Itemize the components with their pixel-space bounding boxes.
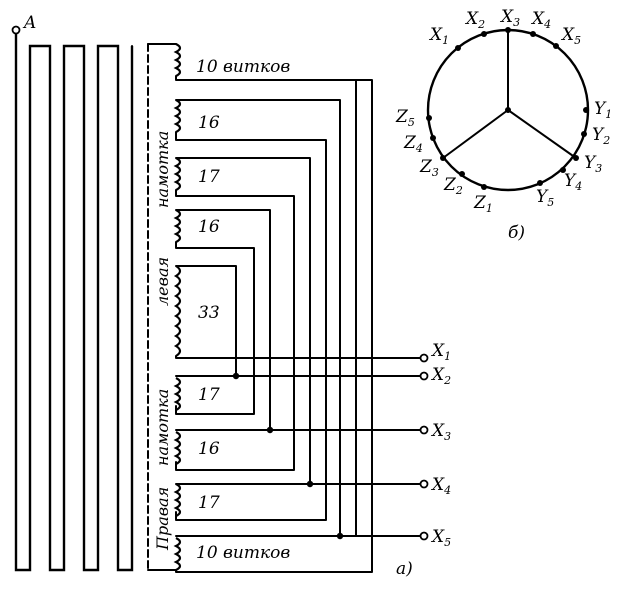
star-lines: [442, 29, 577, 159]
tap-y4: [560, 167, 566, 173]
ring-label-z4: Z4: [403, 133, 423, 155]
coil-8-label: 17: [198, 493, 220, 513]
ring-label-z5: Z5: [395, 107, 415, 129]
coil-6: [173, 377, 182, 411]
coil-7-label: 16: [198, 439, 220, 459]
ring-label-x4: X4: [530, 9, 551, 31]
tap-x5: [553, 43, 559, 49]
tap-z2: [459, 171, 465, 177]
coil-6-label: 17: [198, 385, 220, 405]
coil-9: [173, 537, 182, 571]
coil-1-label: 10 витков: [196, 57, 290, 77]
ring-label-y4: Y4: [564, 171, 582, 193]
winding-diagram: A: [11, 13, 451, 579]
side-label-1: намотка: [153, 131, 172, 208]
circle-diagram: X1 X2 X3 X4 X5 Y1 Y2 Y3 Y4 Y5 Z1 Z2 Z3 Z…: [395, 7, 612, 243]
junction-x4: [306, 480, 314, 488]
coil-5: [173, 265, 182, 357]
junction-x2: [232, 372, 240, 380]
tap-z1: [481, 184, 487, 190]
coil-4-label: 16: [198, 217, 220, 237]
junction-x5: [336, 532, 344, 540]
serpentine-winding: [14, 34, 134, 572]
terminal-a-label: A: [22, 13, 36, 33]
terminal-a[interactable]: [11, 25, 21, 35]
coil-3-label: 17: [198, 167, 220, 187]
coil-9-label: 10 витков: [196, 543, 290, 563]
ring-taps: [426, 27, 589, 190]
part-a-label: а): [396, 559, 413, 579]
side-label-2: левая: [153, 257, 172, 306]
terminal-x1[interactable]: [419, 353, 429, 363]
tap-z5: [426, 115, 432, 121]
coil-3-lead-bottom: [175, 189, 295, 471]
ring-label-x5: X5: [560, 25, 581, 47]
terminal-x4[interactable]: [419, 479, 429, 489]
tap-z3: [440, 155, 446, 161]
tap-z4: [430, 135, 436, 141]
tap-x4: [530, 31, 536, 37]
ring-label-y1: Y1: [594, 99, 612, 121]
coil-1-lead: [175, 75, 357, 537]
tap-y2: [581, 131, 587, 137]
coil-5-lead-top: [175, 265, 237, 377]
star-center: [505, 107, 511, 113]
coil-9-lead-bottom: [175, 79, 373, 573]
tap-x1: [455, 45, 461, 51]
ring-label-x3: X3: [499, 7, 520, 29]
coil-3: [173, 157, 182, 191]
ring-label-y2: Y2: [592, 125, 610, 147]
terminal-x5[interactable]: [419, 531, 429, 541]
junction-x3: [266, 426, 274, 434]
side-label-4: Правая: [153, 487, 172, 551]
output-x5-label: X5: [430, 527, 451, 549]
tap-x3: [505, 27, 511, 33]
tap-x2: [481, 31, 487, 37]
bar-links: [147, 43, 177, 571]
coil-2-lead-bottom: [175, 131, 327, 521]
part-b-label: б): [508, 223, 525, 243]
coil-4-lead-bottom: [175, 241, 255, 415]
coil-4: [173, 209, 182, 243]
tap-y5: [537, 180, 543, 186]
coil-2: [173, 99, 182, 133]
coil-7: [173, 431, 182, 465]
ring-label-z2: Z2: [443, 175, 463, 197]
ring-label-z3: Z3: [419, 157, 439, 179]
side-label-3: намотка: [153, 389, 172, 466]
ring-label-y3: Y3: [584, 153, 602, 175]
coil-5-label: 33: [198, 303, 220, 323]
output-x4-label: X4: [430, 475, 451, 497]
output-x3-label: X3: [430, 421, 451, 443]
ring-label-x1: X1: [428, 25, 449, 47]
coil-3-lead-top: [175, 157, 311, 485]
dashed-legs: [29, 45, 133, 571]
coil-1: [173, 43, 182, 77]
output-x1-label: X1: [430, 341, 451, 363]
ring-label-y5: Y5: [536, 187, 554, 209]
tap-y1: [583, 107, 589, 113]
coil-4-lead-top: [175, 209, 271, 431]
output-x2-label: X2: [430, 365, 451, 387]
coil-2-label: 16: [198, 113, 220, 133]
ring-label-x2: X2: [464, 9, 485, 31]
terminal-x3[interactable]: [419, 425, 429, 435]
coil-5-lead-bottom: [175, 355, 421, 359]
coil-2-lead-top: [175, 99, 341, 537]
tap-y3: [573, 155, 579, 161]
terminal-x2[interactable]: [419, 371, 429, 381]
ring-label-z1: Z1: [473, 193, 493, 215]
coil-8: [173, 483, 182, 517]
coil-stack: [173, 43, 421, 573]
